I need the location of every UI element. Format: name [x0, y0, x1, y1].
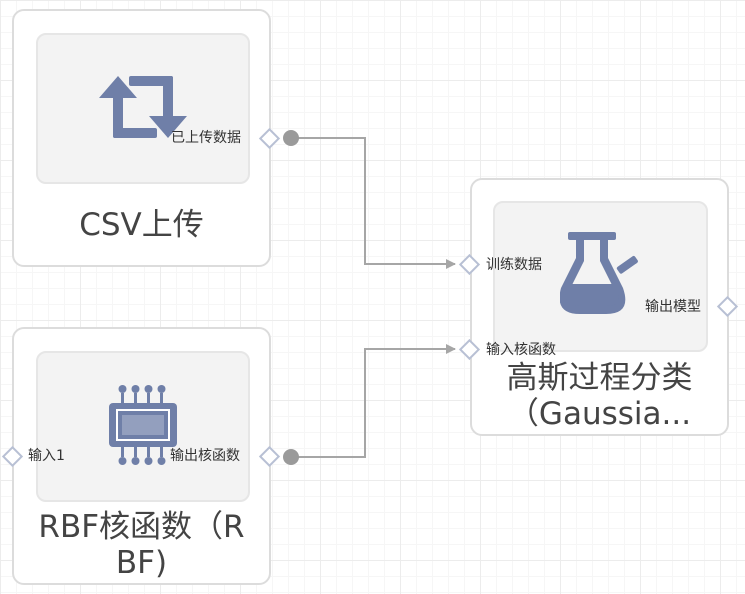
port-label-output-model: 输出模型 [645, 299, 701, 315]
port-label-input-kernel: 输入核函数 [486, 342, 556, 358]
node-csv-upload[interactable]: CSV上传 [12, 9, 271, 267]
port-label-uploaded-data: 已上传数据 [171, 130, 241, 146]
node-title-line-2: BF) [115, 545, 168, 581]
port-label-input-1: 输入1 [28, 448, 65, 464]
flask-icon [559, 231, 642, 322]
node-icon-box [36, 33, 250, 184]
node-icon-box [36, 351, 250, 502]
port-label-training-data: 训练数据 [486, 257, 542, 273]
node-icon-box [493, 201, 708, 352]
node-title: CSV上传 [79, 207, 204, 243]
node-title-line-1: RBF核函数（R [38, 509, 245, 545]
edge-csv-to-training-data[interactable] [291, 137, 456, 269]
node-title-line-1: 高斯过程分类 [506, 360, 693, 396]
port-label-output-kernel: 输出核函数 [170, 448, 240, 464]
chip-icon [109, 383, 177, 471]
node-title-line-2: （Gaussia... [507, 396, 692, 432]
connection-handle[interactable] [283, 130, 299, 146]
node-gaussian-process-classifier[interactable]: 高斯过程分类 （Gaussia... [470, 178, 729, 436]
edge-rbf-to-kernel-input[interactable] [291, 344, 456, 458]
node-rbf-kernel[interactable]: RBF核函数（R BF) [12, 327, 271, 585]
connection-handle[interactable] [283, 449, 299, 465]
refresh-icon [99, 75, 187, 142]
